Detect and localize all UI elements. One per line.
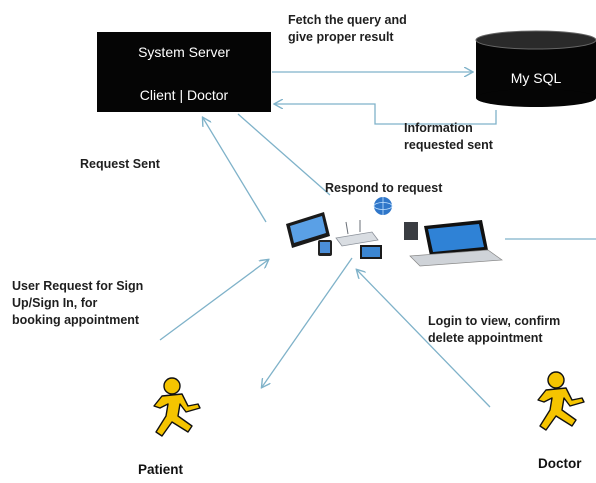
doctor-login-arrow [357,270,491,408]
fetch-label-line1: Fetch the query and [288,13,407,27]
login-label: Login to view, confirm delete appointmen… [428,313,560,347]
running-person-icon [153,377,201,437]
system-server-box: System Server Client | Doctor [97,32,271,112]
database-cylinder-icon [475,30,596,107]
doctor-caption: Doctor [538,456,582,471]
request-sent-label: Request Sent [80,157,160,171]
info-label-line2: requested sent [404,138,493,152]
response-to-patient-arrow [262,257,353,387]
user-request-arrow [159,260,268,341]
server-subtitle: Client | Doctor [139,87,229,103]
user-request-line3: booking appointment [12,313,140,327]
info-label-line1: Information [404,121,473,135]
user-request-label: User Request for Sign Up/Sign In, for bo… [12,278,143,329]
request-sent-arrow [203,118,267,223]
user-request-line2: Up/Sign In, for [12,296,98,310]
server-title: System Server [138,44,230,60]
info-return-arrow [275,104,497,125]
user-request-line1: User Request for Sign [12,279,144,293]
login-label-line2: delete appointment [428,331,543,345]
fetch-label-line2: give proper result [288,30,394,44]
network-devices-icon [286,197,503,267]
login-label-line1: Login to view, confirm [428,314,561,328]
database-label: My SQL [510,70,562,86]
info-label: Information requested sent [404,120,493,154]
respond-line [237,113,331,196]
running-person-icon [537,371,585,431]
respond-label: Respond to request [325,181,443,195]
patient-caption: Patient [138,462,184,477]
fetch-label: Fetch the query and give proper result [288,12,407,46]
